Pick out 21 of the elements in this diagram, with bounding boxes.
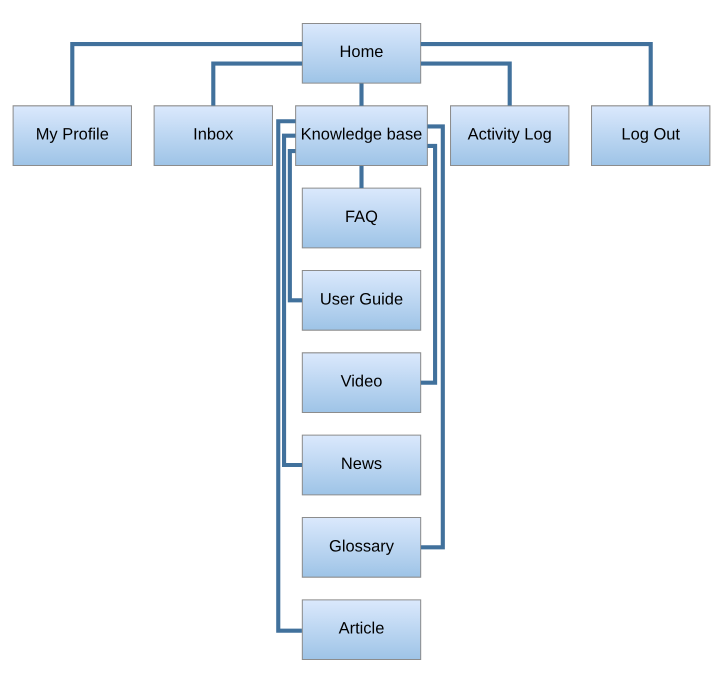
node-box: Glossary [301,516,421,578]
connector [70,42,302,106]
node-box: Home [301,22,421,84]
connector [210,62,302,106]
node-box: Knowledge base [294,105,428,166]
node-box: Article [301,599,421,660]
node-box: Log Out [590,105,710,166]
connector [420,144,437,385]
connector [420,42,652,106]
node-box: Activity Log [450,105,569,166]
node-box: FAQ [301,188,421,248]
connector [287,149,302,302]
node-box: My Profile [12,105,132,166]
connector [420,62,512,106]
node-box: User Guide [301,270,421,331]
connector [276,119,302,633]
node-box: Video [301,352,421,414]
connector [358,166,364,188]
connector [358,84,364,106]
node-box: News [301,434,421,496]
node-box: Inbox [153,105,272,166]
